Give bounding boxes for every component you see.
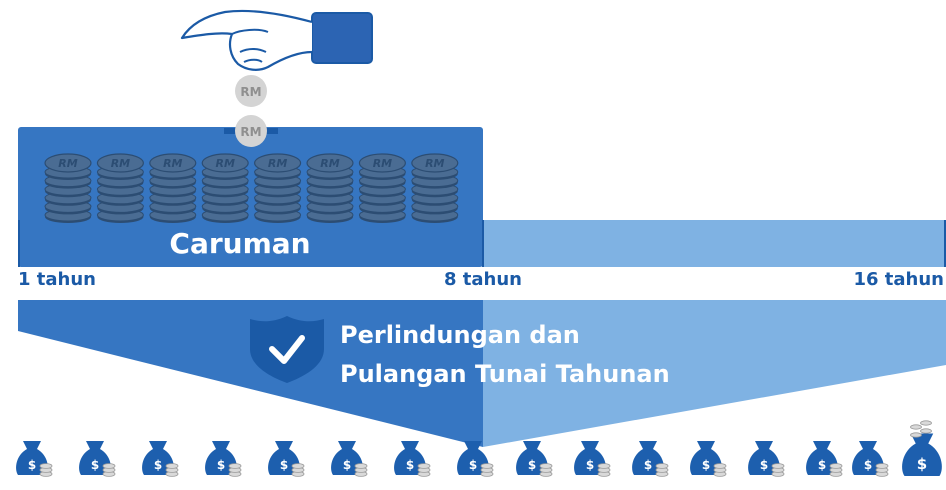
money-bag-icon: $ [457, 441, 494, 477]
post-contribution-period-box [483, 220, 946, 267]
money-bag-icon: $ [394, 441, 431, 477]
coin-stack-label: RM [163, 157, 182, 170]
money-bag-symbol: $ [818, 458, 826, 472]
falling-coin-lower: RM [235, 115, 267, 147]
coin-stack-icon: RM [149, 153, 197, 223]
money-bag-icon: $ [574, 441, 611, 477]
coin-label-upper: RM [240, 85, 261, 99]
falling-coin-upper: RM [235, 75, 267, 107]
benefit-title-line1: Perlindungan dan [340, 321, 580, 349]
money-bag-icon: $ [852, 441, 889, 477]
coin-stacks: RM RM RM RM RM RM RM RM [44, 153, 459, 223]
money-bag-symbol: $ [469, 458, 477, 472]
money-bag-symbol: $ [528, 458, 536, 472]
money-bag-symbol: $ [760, 458, 768, 472]
coin-stack-icon: RM [254, 153, 302, 223]
money-bag-icon: $ [16, 441, 53, 477]
money-bag-icon: $ [632, 441, 669, 477]
timeline-label-start: 1 tahun [18, 269, 96, 290]
money-bag-icon: $ [902, 420, 942, 476]
money-bag-symbol: $ [154, 458, 162, 472]
timeline-label-end: 16 tahun [853, 269, 944, 290]
money-bag-icon: $ [690, 441, 727, 477]
money-bag-symbol: $ [406, 458, 414, 472]
money-bag-symbol: $ [343, 458, 351, 472]
benefit-funnel-light [483, 300, 946, 447]
coin-stack-label: RM [111, 157, 130, 170]
coin-stack-icon: RM [96, 153, 145, 223]
coin-stack-label: RM [425, 157, 444, 170]
timeline-tick-end [944, 220, 946, 267]
benefit-funnel-dark [18, 300, 483, 447]
coin-stack-icon: RM [201, 153, 249, 223]
shield-check-icon [250, 316, 324, 383]
coin-stack-label: RM [58, 157, 77, 170]
money-bag-icon: $ [806, 441, 843, 477]
money-bag-symbol: $ [217, 458, 225, 472]
coin-stack-icon: RM [306, 153, 354, 223]
coin-stack-label: RM [373, 157, 392, 170]
hand-icon [180, 9, 373, 71]
coin-stack-label: RM [320, 157, 339, 170]
money-bag-symbol: $ [91, 458, 99, 472]
coin-stack-icon: RM [44, 153, 92, 223]
coin-label-lower: RM [240, 125, 261, 139]
coin-stack-label: RM [268, 157, 287, 170]
money-bag-symbol: $ [644, 458, 652, 472]
timeline-tick-start [18, 220, 20, 267]
money-bag-icon: $ [79, 441, 116, 477]
money-bag-symbol: $ [586, 458, 594, 472]
coin-stack-label: RM [215, 157, 234, 170]
benefit-title-line2: Pulangan Tunai Tahunan [340, 360, 670, 388]
money-bags-row: $ $ $ $ $ $ $ $ $ $ $ $ $ $ $ $ [16, 420, 942, 477]
money-bag-icon: $ [142, 441, 179, 477]
coin-stack-icon: RM [358, 153, 406, 223]
timeline-label-mid: 8 tahun [444, 269, 522, 290]
money-bag-symbol: $ [28, 458, 36, 472]
money-bag-symbol: $ [864, 458, 872, 472]
money-bag-symbol: $ [280, 458, 288, 472]
coin-stack-icon: RM [411, 153, 459, 223]
money-bag-icon: $ [331, 441, 368, 477]
money-bag-symbol: $ [702, 458, 710, 472]
money-bag-symbol: $ [917, 455, 927, 473]
money-bag-icon: $ [748, 441, 785, 477]
money-bag-icon: $ [205, 441, 242, 477]
timeline-tick-mid [482, 220, 484, 267]
contribution-label: Caruman [169, 227, 310, 260]
money-bag-icon: $ [516, 441, 553, 477]
money-bag-icon: $ [268, 441, 305, 477]
